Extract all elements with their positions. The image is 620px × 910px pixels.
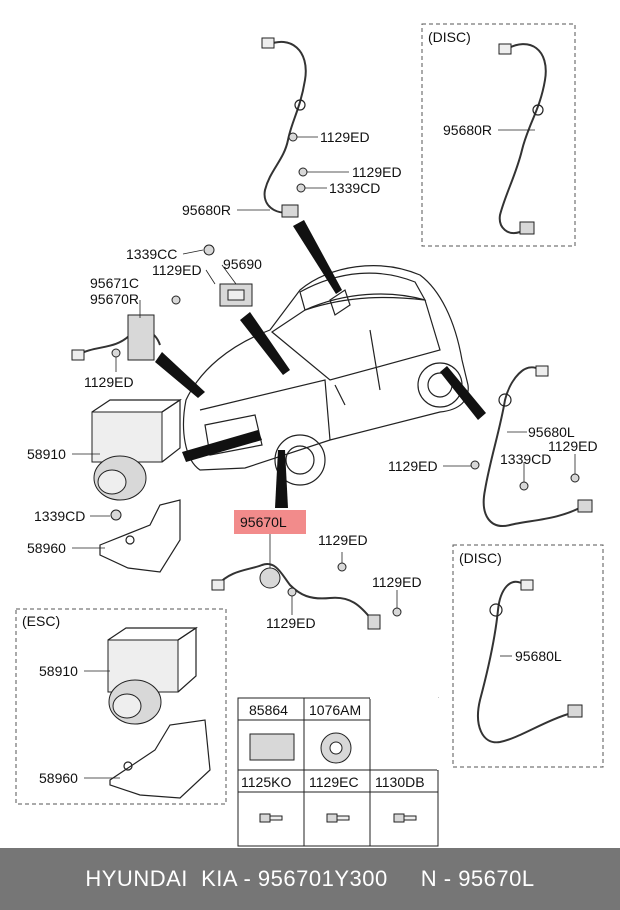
table-1130DB: 1130DB [375, 774, 425, 790]
label-1129ED-a: 1129ED [320, 129, 370, 145]
sensor-95680L-main [470, 365, 593, 527]
table-1125KO: 1125KO [241, 774, 291, 790]
sensor-95680R-disc [498, 43, 547, 235]
part-number-footer: HYUNDAI KIA - 956701Y300 N - 95670L [0, 848, 620, 910]
label-1129ED-g: 1129ED [266, 615, 316, 631]
label-58960-esc: 58960 [39, 770, 78, 786]
label-1129ED-e: 1129ED [318, 532, 368, 548]
bolt-icon [393, 813, 417, 823]
label-95680R-disc: 95680R [443, 122, 492, 138]
highlight-95670L [234, 510, 306, 534]
sensor-95680R-main [261, 37, 308, 218]
label-95680L-main: 95680L [528, 424, 575, 440]
pointer-arrow-right [440, 366, 486, 420]
label-95690: 95690 [223, 256, 262, 272]
disc-bottom-box [452, 544, 604, 768]
sensor-95670R [71, 244, 215, 361]
pointer-arrow-top [293, 220, 342, 294]
abs-unit-58910 [91, 398, 182, 501]
esc-label: (ESC) [22, 613, 60, 629]
hardware-table: 85864 1076AM 1125KO 1129EC 1130DB [237, 697, 439, 847]
disc-top-label: (DISC) [428, 29, 471, 45]
pointer-arrow-abs [182, 430, 262, 462]
label-95680R-main: 95680R [182, 202, 231, 218]
disc-bottom-label: (DISC) [459, 550, 502, 566]
table-1129EC: 1129EC [309, 774, 359, 790]
label-1129ED-f: 1129ED [372, 574, 422, 590]
pointer-arrow-left [155, 352, 205, 398]
disc-top-box [421, 23, 576, 247]
yaw-sensor-95690 [219, 283, 253, 307]
label-1129ED-c: 1129ED [152, 262, 202, 278]
bolt-icon [259, 813, 283, 823]
label-1339CC: 1339CC [126, 246, 177, 262]
label-58910-esc: 58910 [39, 663, 78, 679]
label-1339CD-a: 1339CD [329, 180, 380, 196]
pointer-arrow-sensor [240, 312, 290, 375]
table-1076AM: 1076AM [309, 702, 361, 718]
label-1129ED-d: 1129ED [84, 374, 134, 390]
grommet-icon [249, 733, 295, 761]
footer-text: HYUNDAI KIA - 956701Y300 N - 95670L [85, 866, 535, 891]
label-95680L-disc: 95680L [515, 648, 562, 664]
label-1129ED-h: 1129ED [548, 438, 598, 454]
pointer-arrow-bottom [275, 450, 288, 508]
label-1339CD-c: 1339CD [500, 451, 551, 467]
sensor-95670L [211, 562, 402, 630]
parts-diagram: (DISC) (DISC) (ESC) [15, 23, 604, 847]
table-85864: 85864 [249, 702, 288, 718]
label-1129ED-b: 1129ED [352, 164, 402, 180]
sensor-95680L-disc [477, 579, 583, 744]
label-58960-main: 58960 [27, 540, 66, 556]
label-95670R: 95670R [90, 291, 139, 307]
label-1129ED-i: 1129ED [388, 458, 438, 474]
esc-box [15, 608, 227, 805]
esc-abs-unit [107, 626, 211, 799]
label-95670L: 95670L [240, 514, 287, 530]
label-95671C: 95671C [90, 275, 139, 291]
label-58910-main: 58910 [27, 446, 66, 462]
label-1339CD-b: 1339CD [34, 508, 85, 524]
bolt-icon [326, 813, 350, 823]
bracket-58960 [99, 499, 181, 573]
